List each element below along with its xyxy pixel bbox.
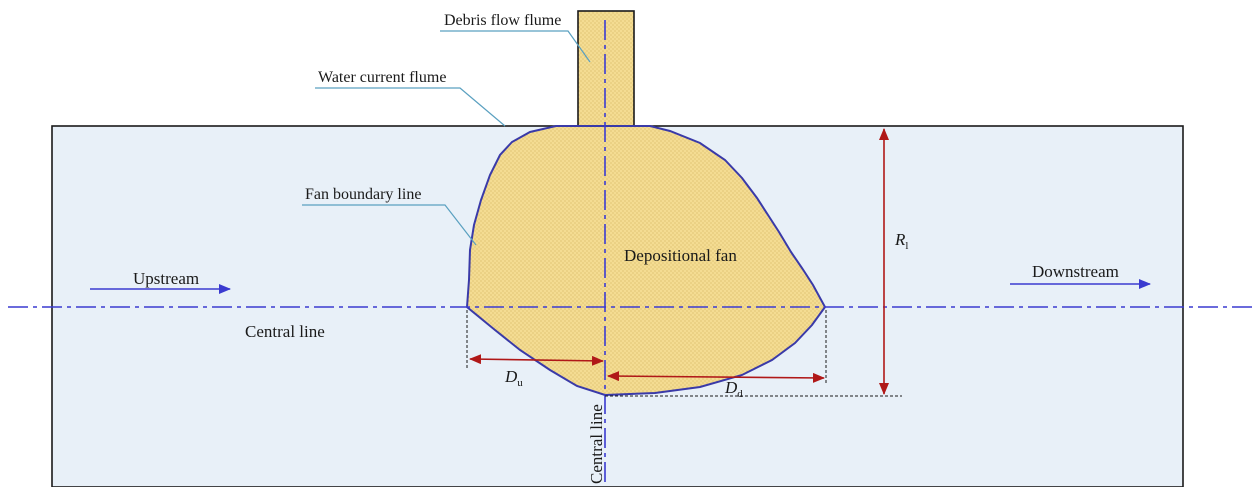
du-dimension-arrow — [469, 354, 604, 366]
label-central-line-horizontal: Central line — [245, 322, 325, 341]
label-debris-flow-flume: Debris flow flume — [444, 12, 561, 29]
label-rl: Rl — [894, 230, 908, 252]
du-symbol: D — [504, 367, 518, 386]
du-subscript: u — [517, 377, 523, 389]
label-du: Du — [504, 367, 523, 389]
label-upstream: Upstream — [133, 269, 199, 288]
debris-flow-flume — [577, 10, 635, 128]
leader-debris-flume — [440, 30, 591, 63]
label-depositional-fan: Depositional fan — [624, 246, 737, 265]
label-central-line-vertical: Central line — [587, 404, 606, 484]
dd-dimension-arrow — [607, 371, 825, 383]
label-downstream: Downstream — [1032, 262, 1119, 281]
rl-subscript: l — [905, 240, 908, 252]
label-dd: Dd — [724, 378, 743, 400]
label-fan-boundary-line: Fan boundary line — [305, 186, 421, 203]
dd-symbol: D — [724, 378, 738, 397]
leader-fan-boundary — [302, 204, 477, 246]
rl-symbol: R — [894, 230, 906, 249]
dd-subscript: d — [737, 388, 743, 400]
label-water-current-flume: Water current flume — [318, 69, 446, 86]
leader-water-flume — [315, 87, 506, 127]
